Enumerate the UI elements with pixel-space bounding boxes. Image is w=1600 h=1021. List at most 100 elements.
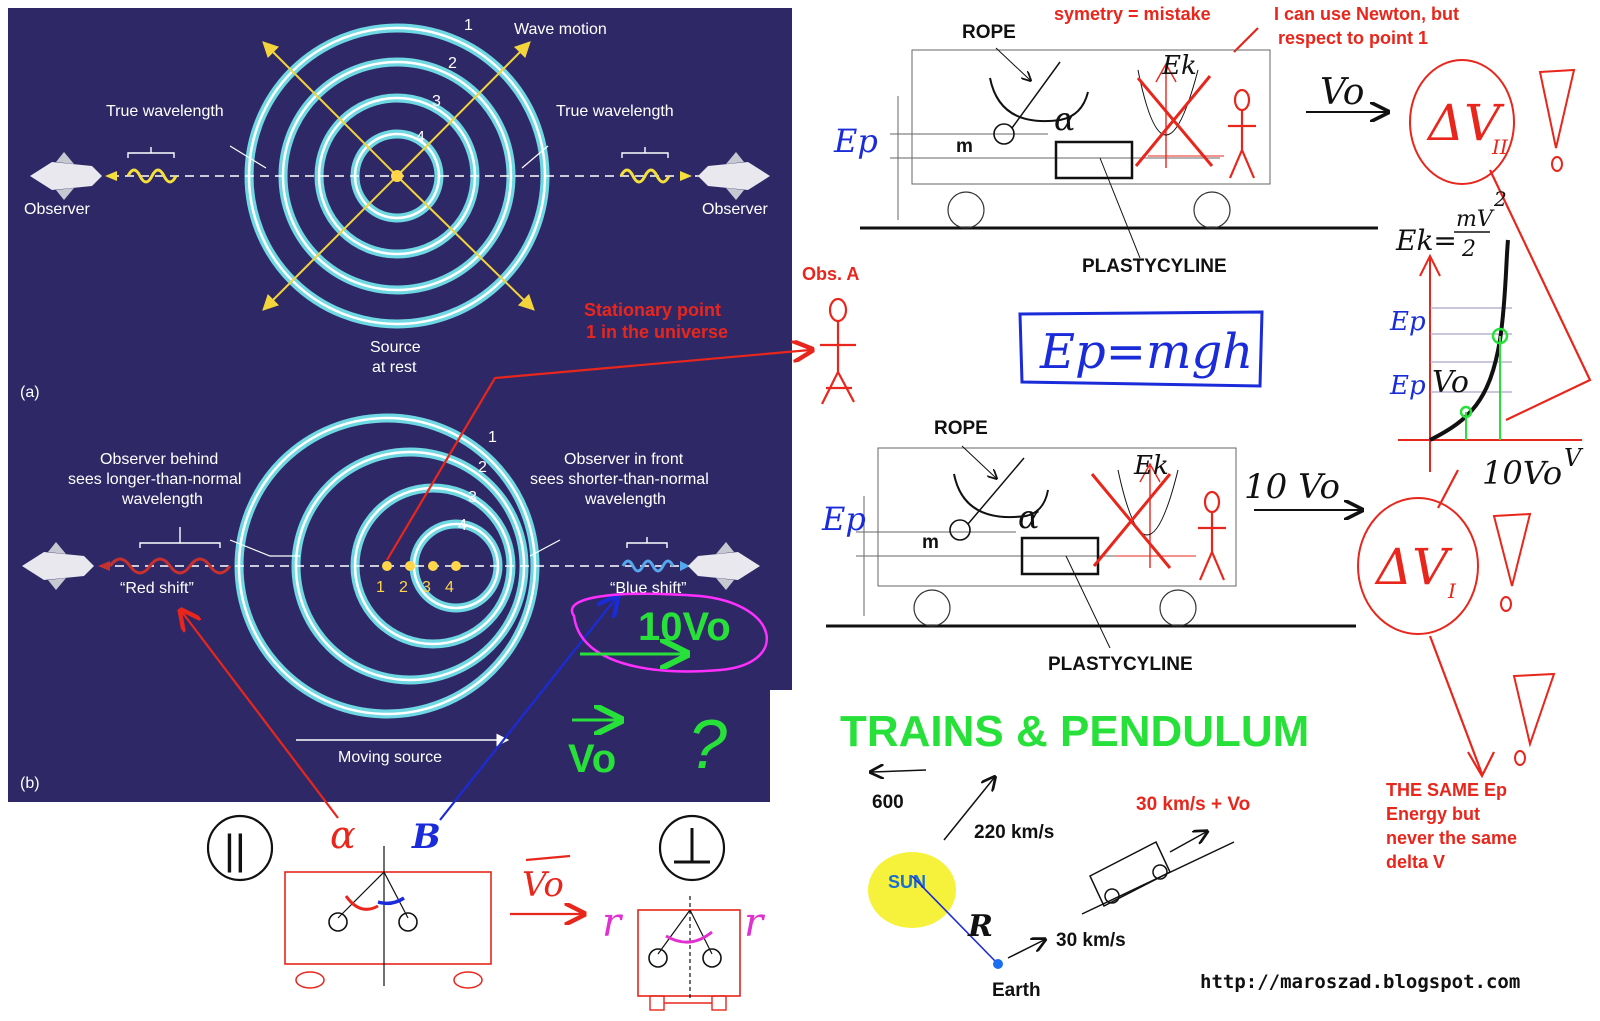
beta-arc bbox=[377, 896, 405, 906]
observer-a-figure bbox=[820, 297, 856, 405]
stationary-point-arrow bbox=[386, 350, 810, 561]
newton-note-1: I can use Newton, but bbox=[1274, 4, 1459, 24]
small-train-car-1 bbox=[284, 871, 492, 965]
wave-left bbox=[126, 168, 178, 184]
label-30-vo: 30 km/s + Vo bbox=[1136, 794, 1250, 815]
blue-shift-pointer bbox=[439, 598, 616, 821]
ek-formula-den: 2 bbox=[1461, 237, 1476, 262]
formula-frame bbox=[1018, 310, 1264, 388]
sun-earth-radius bbox=[911, 875, 997, 963]
spaceship-right-a bbox=[698, 152, 770, 200]
graph-y-axis bbox=[1419, 253, 1441, 472]
same-ep-line-4: delta V bbox=[1386, 852, 1445, 872]
blog-url[interactable]: http://maroszad.blogspot.com bbox=[1200, 971, 1520, 993]
source-at-rest-dot bbox=[391, 170, 403, 182]
stationary-point-1: Stationary point bbox=[584, 300, 721, 320]
gamma-left: r bbox=[602, 900, 624, 946]
behind-label-2: sees longer-than-normal bbox=[68, 471, 241, 488]
front-label-3: wavelength bbox=[584, 491, 666, 508]
ek-formula-num: mV bbox=[1456, 207, 1495, 232]
wheel-top-1 bbox=[947, 191, 985, 229]
rope-label-top: ROPE bbox=[962, 22, 1016, 43]
wheel-bottom-2 bbox=[1159, 589, 1197, 627]
ten-vo-annotation: 10Vo bbox=[638, 605, 731, 649]
source-number-1: 1 bbox=[376, 579, 385, 596]
observer-right-a: Observer bbox=[702, 201, 768, 218]
solar-system: 600 220 km/s SUN R Earth 30 km/s 30 km/s… bbox=[868, 770, 1250, 1001]
vo-bar-overline bbox=[525, 854, 571, 862]
panel-a-label: (a) bbox=[20, 384, 40, 401]
red-shift-arrow bbox=[98, 561, 110, 571]
incline-arrow bbox=[1169, 832, 1206, 853]
ring-number-a-1: 1 bbox=[464, 17, 473, 34]
wave-right bbox=[619, 168, 671, 184]
delta-v-i: ΔV I bbox=[1357, 469, 1556, 779]
small-pendulum-strings-2 bbox=[657, 909, 713, 955]
radius-label: R bbox=[967, 909, 993, 944]
plasty-block-top bbox=[1054, 140, 1134, 180]
same-ep-line-3: never the same bbox=[1386, 828, 1517, 848]
formula-text: Ep=mgh bbox=[1039, 324, 1253, 380]
gamma-arc bbox=[665, 930, 713, 944]
arrow-220 bbox=[943, 778, 994, 841]
delta-v-ii-sub: II bbox=[1491, 135, 1509, 159]
ring-number-b-4: 4 bbox=[458, 517, 467, 534]
delta-v-i-circle bbox=[1357, 497, 1479, 635]
earth-dot bbox=[993, 959, 1003, 969]
ek-formula-exp: 2 bbox=[1493, 187, 1507, 211]
ten-vo-highlight bbox=[570, 592, 768, 673]
alpha-bottom: α bbox=[1018, 498, 1040, 536]
doppler-panel: Observer Observer True wavelength True w… bbox=[8, 8, 792, 802]
symetry-note: symetry = mistake bbox=[1054, 4, 1211, 24]
alpha-top: α bbox=[1054, 100, 1076, 138]
vo-annotation: Vo bbox=[568, 737, 616, 781]
true-wavelength-right: True wavelength bbox=[556, 103, 674, 120]
wavelength-brackets-b bbox=[139, 527, 668, 548]
spaceship-left-b bbox=[22, 542, 94, 590]
small-wheel-1a bbox=[295, 971, 325, 989]
wave-arrow-left bbox=[105, 171, 117, 181]
source-number-2: 2 bbox=[399, 579, 408, 596]
panel-a-wave-arrows bbox=[262, 41, 535, 311]
train-top: ROPE m Ep α PLASTYCYLINE Ek Vo bbox=[833, 22, 1386, 277]
warning-triangle-3 bbox=[1512, 672, 1556, 748]
newton-note-2: respect to point 1 bbox=[1278, 28, 1428, 48]
label-600: 600 bbox=[872, 792, 904, 813]
small-pendulum-strings-1 bbox=[337, 871, 409, 919]
wave-motion-label: Wave motion bbox=[514, 21, 607, 38]
warning-dot-1 bbox=[1551, 156, 1563, 172]
train-car-bottom bbox=[877, 447, 1237, 587]
graph-link-arrow bbox=[1437, 469, 1459, 509]
ek-formula-lhs: Ek= bbox=[1395, 224, 1457, 257]
question-annotation: ? bbox=[688, 705, 727, 783]
earth-label: Earth bbox=[992, 980, 1041, 1001]
small-trains: || α B Vo r r bbox=[206, 813, 766, 1011]
warning-triangle-1 bbox=[1538, 68, 1576, 149]
incline-wheel-2 bbox=[1152, 864, 1168, 880]
behind-label-3: wavelength bbox=[121, 491, 203, 508]
small-bob-1b bbox=[398, 912, 418, 932]
delta-v-ii: ΔV II bbox=[1409, 59, 1592, 421]
wheel-top-2 bbox=[1193, 191, 1231, 229]
source-number-4: 4 bbox=[445, 579, 454, 596]
wheel-bottom-1 bbox=[913, 589, 951, 627]
blue-shift-wave bbox=[621, 559, 675, 573]
warning-triangle-2 bbox=[1492, 512, 1532, 587]
source-label-1: Source bbox=[370, 339, 421, 356]
stationary-point-2: 1 in the universe bbox=[586, 322, 728, 342]
graph-grid bbox=[1430, 307, 1512, 393]
alpha-arc bbox=[344, 895, 379, 911]
panel-b-label: (b) bbox=[20, 775, 40, 792]
graph-v-axis-label: V bbox=[1564, 444, 1584, 472]
graph-vo: Vo bbox=[1432, 365, 1469, 400]
ring-number-a-2: 2 bbox=[448, 55, 457, 72]
moving-source-label: Moving source bbox=[338, 749, 442, 766]
rope-label-bottom: ROPE bbox=[934, 418, 988, 439]
ring-number-b-3: 3 bbox=[468, 489, 477, 506]
same-ep-line-1: THE SAME Ep bbox=[1386, 780, 1507, 800]
graph-ep-1: Ep bbox=[1389, 307, 1426, 337]
wavelength-brackets-a bbox=[127, 147, 669, 158]
bob-top bbox=[993, 123, 1015, 145]
graph-ten-vo: 10Vo bbox=[1482, 454, 1562, 492]
